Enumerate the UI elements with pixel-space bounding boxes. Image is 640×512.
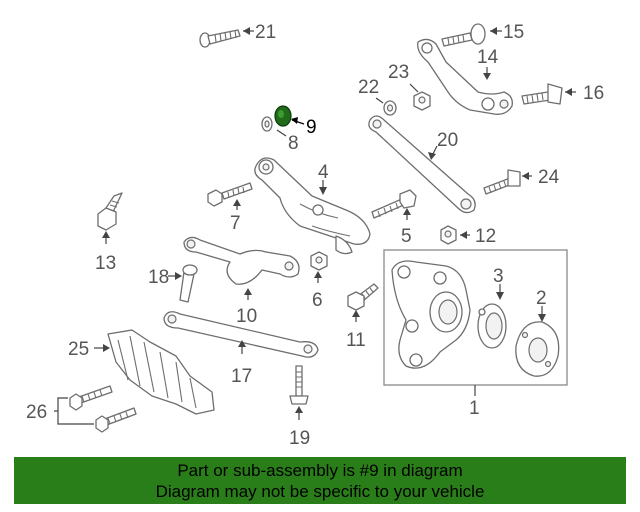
part-17-link[interactable]: [163, 311, 319, 358]
part-10-control-arm[interactable]: [183, 236, 300, 285]
callout-22: 22: [358, 77, 379, 98]
part-16-bolt[interactable]: [521, 83, 563, 105]
callout-19: 19: [289, 428, 310, 449]
parts-diagram: 21 15 14 16 22 23: [26, 22, 604, 449]
part-3-bearing[interactable]: [477, 303, 507, 349]
callout-24: 24: [538, 167, 560, 188]
callout-18: 18: [148, 267, 169, 288]
part-21-bolt[interactable]: [199, 29, 241, 48]
part-7-bolt[interactable]: [207, 182, 253, 207]
callout-17: 17: [231, 366, 252, 387]
callout-4: 4: [318, 162, 329, 183]
callout-6: 6: [312, 290, 323, 311]
part-22-washer[interactable]: [383, 100, 397, 116]
part-11-bolt[interactable]: [347, 283, 379, 311]
callout-12: 12: [475, 226, 496, 247]
part-15-bolt[interactable]: [441, 23, 486, 47]
callout-11: 11: [346, 330, 366, 351]
part-8-washer[interactable]: [261, 116, 273, 132]
part-6-nut[interactable]: [310, 251, 328, 271]
part-25-shield[interactable]: [107, 329, 215, 415]
part-9-bushing-highlighted[interactable]: [274, 105, 292, 127]
callout-2: 2: [536, 288, 547, 309]
part-1-knuckle: [391, 260, 471, 369]
banner-line-2: Diagram may not be specific to your vehi…: [155, 482, 485, 501]
callout-23: 23: [388, 62, 409, 83]
callout-21: 21: [255, 22, 276, 43]
part-5-bolt[interactable]: [371, 189, 417, 219]
callout-25: 25: [68, 339, 89, 360]
callout-9: 9: [306, 117, 317, 138]
part-18-pin[interactable]: [179, 264, 198, 303]
part-13-bolt[interactable]: [97, 192, 123, 231]
part-19-bolt[interactable]: [289, 365, 309, 405]
part-20-link[interactable]: [368, 115, 476, 214]
callout-8: 8: [288, 133, 299, 154]
callout-14: 14: [477, 47, 499, 68]
callout-20: 20: [437, 130, 458, 151]
info-banner: Part or sub-assembly is #9 in diagram Di…: [14, 457, 626, 504]
callout-1: 1: [469, 398, 480, 419]
part-26-bolts[interactable]: [69, 385, 137, 433]
part-14-control-arm[interactable]: [417, 38, 513, 115]
banner-line-1: Part or sub-assembly is #9 in diagram: [177, 461, 463, 480]
part-2-hub[interactable]: [515, 321, 560, 377]
callout-7: 7: [230, 213, 241, 234]
callout-15: 15: [503, 22, 524, 43]
callout-26: 26: [26, 402, 47, 423]
callout-3: 3: [493, 266, 504, 287]
part-24-bolt[interactable]: [483, 169, 521, 195]
part-23-nut[interactable]: [413, 91, 431, 111]
callout-13: 13: [95, 253, 116, 274]
callout-10: 10: [236, 306, 257, 327]
part-12-nut[interactable]: [440, 225, 457, 245]
callout-5: 5: [401, 226, 412, 247]
callout-16: 16: [583, 83, 604, 104]
part-4-lower-control-arm[interactable]: [254, 157, 371, 255]
